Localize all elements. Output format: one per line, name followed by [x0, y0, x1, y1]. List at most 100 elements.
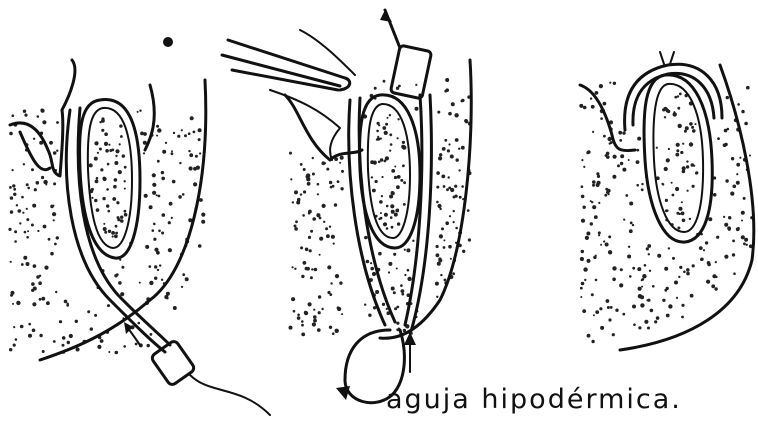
stipple-dot — [289, 326, 293, 330]
stipple-dot — [674, 96, 677, 99]
stipple-dot — [717, 137, 720, 140]
stipple-dot — [55, 291, 57, 293]
stipple-dot — [454, 185, 457, 188]
stipple-dot — [365, 236, 368, 239]
stipple-dot — [401, 293, 404, 296]
stipple-dot — [179, 162, 181, 164]
stipple-dot — [705, 241, 708, 244]
stipple-dot — [462, 250, 465, 253]
stipple-dot — [313, 315, 317, 319]
stipple-dot — [161, 232, 164, 235]
stipple-dot — [54, 243, 57, 246]
stipple-dot — [592, 180, 596, 184]
stipple-dot — [590, 97, 592, 99]
stipple-dot — [290, 178, 292, 180]
stipple-dot — [114, 161, 118, 165]
stipple-dot — [675, 153, 679, 157]
middle-bone-inner — [368, 104, 410, 238]
stipple-dot — [117, 218, 120, 221]
stipple-dot — [592, 184, 595, 187]
stipple-dot — [56, 150, 58, 152]
stipple-dot — [595, 255, 597, 257]
stipple-dot — [340, 156, 344, 160]
stipple-dot — [329, 181, 332, 184]
stipple-dot — [108, 230, 111, 233]
stipple-dot — [381, 176, 383, 178]
stipple-dot — [297, 316, 301, 320]
stipple-dot — [149, 265, 152, 268]
stipple-dot — [584, 279, 586, 281]
stipple-dot — [103, 227, 107, 231]
stipple-dot — [385, 123, 388, 126]
stipple-dot — [706, 280, 710, 284]
stipple-dot — [397, 118, 399, 120]
stipple-dot — [613, 155, 617, 159]
stipple-dot — [301, 320, 304, 323]
stipple-dot — [436, 253, 440, 257]
stipple-dot — [736, 227, 740, 231]
stipple-dot — [317, 193, 319, 195]
stipple-dot — [692, 185, 695, 188]
stipple-dot — [583, 206, 586, 209]
stipple-dot — [108, 210, 111, 213]
stipple-dot — [607, 306, 610, 309]
stipple-dot — [327, 265, 331, 269]
stipple-dot — [404, 274, 406, 276]
stipple-dot — [699, 246, 703, 250]
stipple-dot — [391, 191, 395, 195]
stipple-dot — [12, 184, 15, 187]
stipple-dot — [317, 328, 321, 332]
stipple-dot — [595, 310, 599, 314]
stipple-dot — [641, 183, 643, 185]
stipple-dot — [664, 167, 668, 171]
stipple-dot — [371, 176, 373, 178]
stipple-dot — [638, 287, 642, 291]
stipple-dot — [20, 325, 24, 329]
stipple-dot — [587, 259, 591, 263]
stipple-dot — [137, 111, 139, 113]
stipple-dot — [23, 163, 25, 165]
right-bone-inner — [653, 84, 703, 232]
stipple-dot — [13, 344, 16, 347]
stipple-dot — [581, 219, 585, 223]
stipple-dot — [294, 227, 298, 231]
stipple-dot — [302, 214, 305, 217]
stipple-dot — [728, 228, 731, 231]
stipple-dot — [53, 151, 57, 155]
stipple-dot — [724, 143, 727, 146]
stipple-dot — [382, 303, 385, 306]
stipple-dot — [108, 144, 110, 146]
stipple-dot — [27, 230, 29, 232]
stipple-dot — [114, 234, 118, 238]
stipple-dot — [679, 207, 683, 211]
stipple-dot — [437, 111, 440, 114]
middle-tissue-outline — [285, 60, 471, 338]
stipple-dot — [439, 153, 442, 156]
stipple-dot — [293, 310, 296, 313]
stipple-dot — [122, 154, 125, 157]
stipple-dot — [152, 183, 156, 187]
stipple-dot — [436, 171, 440, 175]
stipple-dot — [62, 336, 66, 340]
stipple-dot — [638, 294, 642, 298]
stipple-dot — [9, 186, 12, 189]
stipple-dot — [310, 230, 313, 233]
stipple-dot — [439, 234, 443, 238]
stipple-dot — [116, 201, 119, 204]
stipple-dot — [376, 130, 379, 133]
stipple-dot — [156, 125, 159, 128]
stipple-dot — [26, 208, 28, 210]
stipple-dot — [10, 210, 13, 213]
stipple-dot — [436, 245, 439, 248]
stipple-dot — [26, 262, 30, 266]
stipple-dot — [681, 316, 684, 319]
forceps — [222, 40, 350, 90]
stipple-dot — [316, 213, 320, 217]
stipple-dot — [686, 268, 690, 272]
stipple-dot — [610, 141, 613, 144]
stipple-dot — [112, 197, 116, 201]
stipple-dot — [664, 289, 667, 292]
stipple-dot — [161, 279, 163, 281]
stipple-dot — [402, 145, 406, 149]
stipple-dot — [389, 114, 391, 116]
